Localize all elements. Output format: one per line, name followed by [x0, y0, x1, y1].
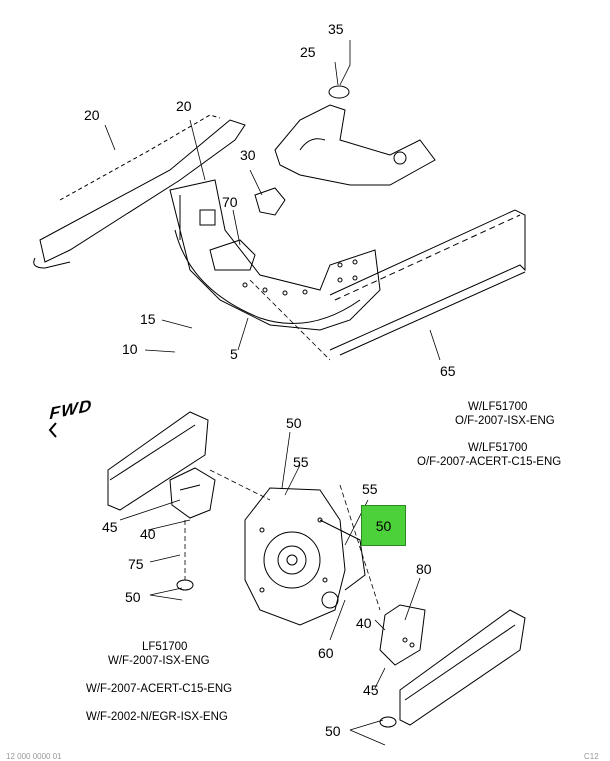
callout-35[interactable]: 35: [328, 21, 344, 37]
footer-right-code: C12: [584, 752, 599, 761]
callout-45-right[interactable]: 45: [363, 682, 379, 698]
fwd-arrow: [48, 422, 57, 438]
callout-40-right[interactable]: 40: [356, 615, 372, 631]
highlighted-callout-50[interactable]: 50: [361, 505, 406, 546]
callout-60[interactable]: 60: [318, 645, 334, 661]
note-bottom-left-1: LF51700: [142, 641, 188, 653]
callout-80[interactable]: 80: [416, 561, 432, 577]
leader-lines-top: [104, 40, 441, 361]
note-bottom-left-2: W/F-2007-ISX-ENG: [108, 655, 210, 667]
callout-65[interactable]: 65: [440, 363, 456, 379]
note-bottom-left-4: W/F-2002-N/EGR-ISX-ENG: [86, 711, 228, 723]
note-bottom-left-3: W/F-2007-ACERT-C15-ENG: [86, 683, 233, 695]
leader-lines-bottom: [119, 431, 421, 746]
callout-5[interactable]: 5: [230, 346, 238, 362]
callout-50-top[interactable]: 50: [286, 415, 302, 431]
callout-75[interactable]: 75: [128, 556, 144, 572]
callout-50-left[interactable]: 50: [125, 589, 141, 605]
note-top-right-1: W/LF51700: [468, 401, 528, 413]
callout-55-left[interactable]: 55: [293, 454, 309, 470]
right-frame-rail: [329, 209, 526, 356]
left-frame-rail-lower: [107, 411, 209, 511]
left-engine-bracket: [169, 467, 216, 519]
callout-20-center[interactable]: 20: [176, 98, 192, 114]
note-top-right-3: W/LF51700: [468, 442, 528, 454]
isolator-washer-right: [379, 716, 397, 728]
callout-10[interactable]: 10: [122, 341, 138, 357]
crossmember: [169, 179, 381, 331]
upper-mount-bracket: [274, 85, 436, 186]
callout-15[interactable]: 15: [140, 311, 156, 327]
note-top-right-2: O/F-2007-ISX-ENG: [455, 415, 555, 427]
callout-25[interactable]: 25: [300, 44, 316, 60]
callout-50-bottom[interactable]: 50: [325, 723, 341, 739]
right-frame-rail-lower: [399, 609, 526, 726]
highlighted-callout-label: 50: [375, 518, 392, 534]
callout-70[interactable]: 70: [222, 194, 238, 210]
right-engine-bracket: [379, 604, 426, 666]
footer-left-code: 12 000 0000 01: [6, 752, 62, 761]
insulator-30: [254, 187, 286, 216]
callout-20-left[interactable]: 20: [84, 107, 100, 123]
left-frame-rail: [33, 114, 246, 269]
note-top-right-4: O/F-2007-ACERT-C15-ENG: [417, 456, 562, 468]
plate-70: [209, 239, 256, 271]
callout-30[interactable]: 30: [240, 147, 256, 163]
callout-40-left[interactable]: 40: [140, 526, 156, 542]
engine-flywheel-housing: [244, 487, 366, 626]
callout-45-left[interactable]: 45: [102, 519, 118, 535]
callout-55-right[interactable]: 55: [362, 481, 378, 497]
